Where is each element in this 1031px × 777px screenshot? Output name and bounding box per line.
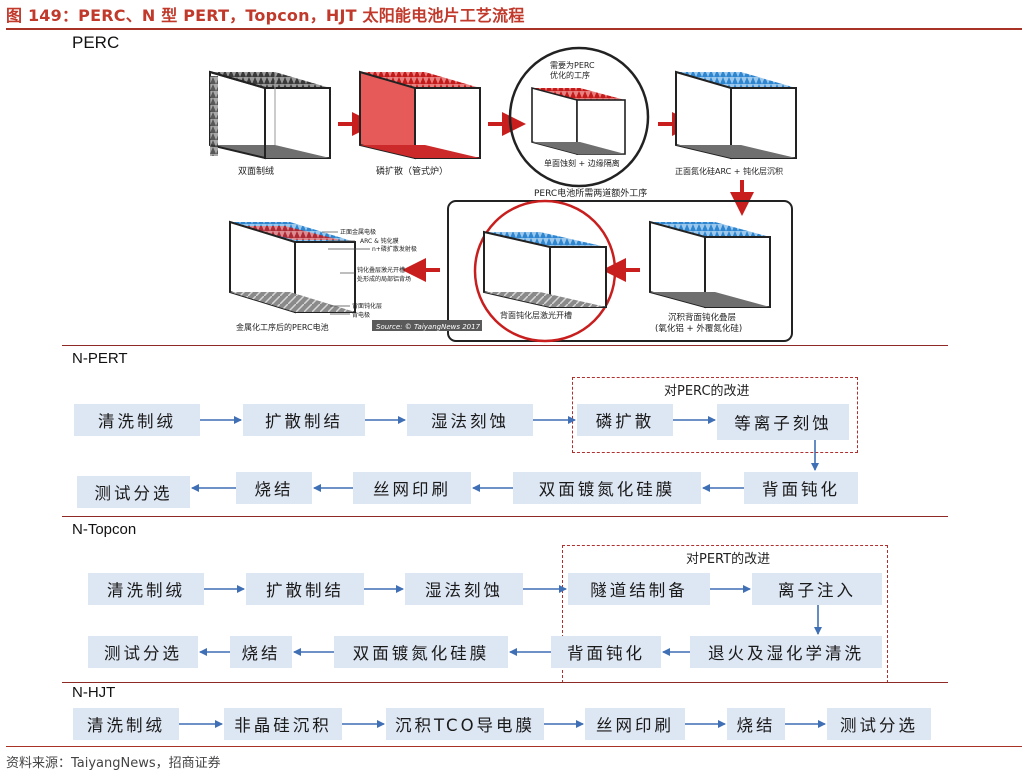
hjt-step-sintering: 烧结 <box>727 708 785 740</box>
topcon-step-rear-passivation: 背面钝化 <box>551 636 661 668</box>
section-label-hjt: N-HJT <box>72 684 116 701</box>
npert-step-cleaning-texturing: 清洗制绒 <box>74 404 200 436</box>
perc-layer-label-5: 处形成的局部铝背场 <box>357 275 411 283</box>
topcon-step-diffusion-junction: 扩散制结 <box>246 573 364 605</box>
separator-hjt <box>62 682 948 683</box>
perc-image-source-badge <box>372 320 482 331</box>
wafer-phosphorus-diffusion <box>359 70 481 160</box>
topcon-step-sintering: 烧结 <box>230 636 292 668</box>
perc-extra-steps-label: PERC电池所需两道额外工序 <box>534 187 647 199</box>
wafer-rear-passivation-stack <box>649 220 771 309</box>
npert-step-phosphorus-diffusion: 磷扩散 <box>577 404 673 436</box>
perc-process-illustration: 双面制绒 磷扩散（管式炉） 需要为PERC 优化的工序 单面蚀刻 + 边缘隔离 … <box>209 46 797 343</box>
hjt-step-testing-sorting: 测试分选 <box>827 708 931 740</box>
topcon-step-wet-etching: 湿法刻蚀 <box>405 573 523 605</box>
npert-step-double-sinx-coating: 双面镀氮化硅膜 <box>513 472 701 504</box>
hjt-step-amorphous-si-deposition: 非晶硅沉积 <box>224 708 342 740</box>
perc-step5-caption: 沉积背面钝化叠层 <box>668 312 736 323</box>
separator-topcon <box>62 516 948 517</box>
perc-step4-caption: 正面氮化硅ARC + 钝化层沉积 <box>675 166 783 176</box>
source-note: 资料来源：TaiyangNews，招商证券 <box>6 756 221 771</box>
perc-image-source: Source: © TaiyangNews 2017 <box>376 323 481 331</box>
topcon-step-double-sinx-coating: 双面镀氮化硅膜 <box>334 636 508 668</box>
perc-layer-label-3: n+磷扩散发射极 <box>372 245 417 253</box>
npert-step-screen-printing: 丝网印刷 <box>353 472 471 504</box>
hjt-step-tco-deposition: 沉积TCO导电膜 <box>386 708 544 740</box>
perc-step3-note-line1: 需要为PERC <box>550 60 595 70</box>
npert-improvement-label: 对PERC的改进 <box>664 384 750 399</box>
perc-step2-caption: 磷扩散（管式炉） <box>376 165 448 177</box>
perc-step1-caption: 双面制绒 <box>238 165 274 177</box>
topcon-improvement-label: 对PERT的改进 <box>686 552 771 567</box>
hjt-step-screen-printing: 丝网印刷 <box>585 708 685 740</box>
wafer-double-texturing <box>209 70 331 160</box>
perc-step3-note-line2: 优化的工序 <box>550 70 590 80</box>
section-label-perc: PERC <box>72 33 120 52</box>
section-label-topcon: N-Topcon <box>72 521 137 538</box>
perc-layer-label-6: 背面钝化层 <box>352 302 382 310</box>
wafer-front-arc-deposition <box>675 70 797 160</box>
npert-step-diffusion-junction: 扩散制结 <box>243 404 365 436</box>
topcon-step-testing-sorting: 测试分选 <box>88 636 198 668</box>
footer-rule <box>6 746 1022 747</box>
perc-step5-sub-caption: (氧化铝 + 外覆氮化硅) <box>655 323 742 334</box>
perc-layer-label-2: ARC & 钝化膜 <box>360 237 399 245</box>
figure-title: 图 149：PERC、N 型 PERT，Topcon，HJT 太阳能电池片工艺流… <box>6 6 525 25</box>
perc-step6-caption: 背面钝化层激光开槽 <box>500 310 572 320</box>
perc-step3-circle <box>508 46 650 188</box>
wafer-final-perc-cell <box>229 220 356 314</box>
perc-layer-label-7: 背电极 <box>352 311 370 319</box>
section-label-npert: N-PERT <box>72 350 128 367</box>
wafer-single-side-etch <box>531 86 626 156</box>
perc-extra-steps-frame <box>447 200 793 342</box>
hjt-step-cleaning-texturing: 清洗制绒 <box>73 708 179 740</box>
topcon-step-tunnel-junction: 隧道结制备 <box>568 573 710 605</box>
npert-step-sintering: 烧结 <box>236 472 312 504</box>
npert-step-testing-sorting: 测试分选 <box>77 476 190 508</box>
topcon-step-cleaning-texturing: 清洗制绒 <box>88 573 204 605</box>
title-rule <box>6 28 1022 30</box>
npert-improvement-frame <box>572 377 858 453</box>
topcon-step-annealing-wet-cleaning: 退火及湿化学清洗 <box>690 636 882 668</box>
perc-layer-label-1: 正面金属电极 <box>340 228 376 236</box>
perc-step3-caption: 单面蚀刻 + 边缘隔离 <box>544 158 620 168</box>
perc-layer-label-4: 钝化叠层激光开槽 <box>357 266 405 274</box>
wafer-rear-laser-opening <box>483 230 607 309</box>
npert-step-wet-etching: 湿法刻蚀 <box>407 404 533 436</box>
topcon-step-ion-implantation: 离子注入 <box>752 573 882 605</box>
separator-npert <box>62 345 948 346</box>
npert-step-rear-passivation: 背面钝化 <box>744 472 858 504</box>
perc-step6-circle <box>473 199 617 343</box>
perc-final-caption: 金属化工序后的PERC电池 <box>236 322 329 332</box>
npert-step-plasma-etching: 等离子刻蚀 <box>717 404 849 440</box>
